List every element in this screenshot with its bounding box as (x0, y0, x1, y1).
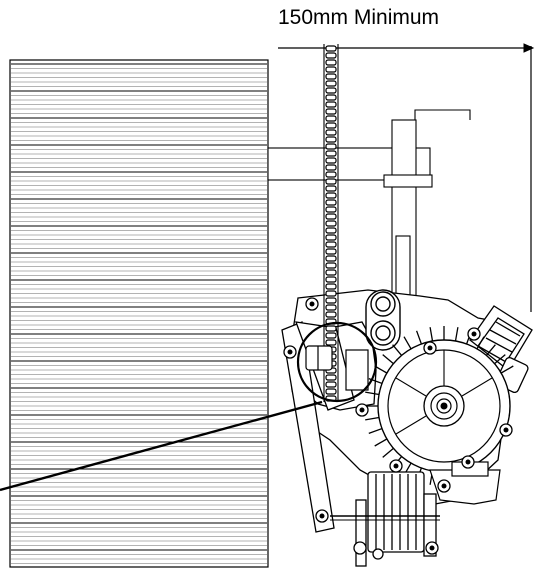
chain-link (325, 143, 337, 150)
chain-link (325, 304, 337, 311)
motor-fin (485, 344, 496, 356)
bolt-center (287, 349, 293, 355)
chain-link (325, 52, 337, 59)
chain-link (325, 115, 337, 122)
chain-link (325, 66, 337, 73)
chain-link (325, 185, 337, 192)
chain-link (325, 87, 337, 94)
bolt-center (465, 459, 471, 465)
chain-link (325, 332, 337, 339)
chain-link (325, 101, 337, 108)
bolt-center (441, 483, 447, 489)
motor-fin (365, 416, 380, 421)
chain-link (325, 164, 337, 171)
chain-link (325, 73, 337, 80)
shutter-curtain (9, 59, 269, 568)
chain-link (325, 150, 337, 157)
chain-link (325, 241, 337, 248)
bolt-center (359, 407, 365, 413)
motor-base (429, 461, 501, 505)
chain-link (325, 283, 337, 290)
chain-link (325, 388, 337, 395)
detail-callout (0, 321, 378, 492)
chain-sprocket (305, 345, 369, 391)
motor-fin (500, 365, 514, 374)
bolt-center (503, 427, 509, 433)
chain-link (325, 374, 337, 381)
motor-cooling-fins (364, 326, 514, 485)
chain-link (325, 136, 337, 143)
chain-link (325, 122, 337, 129)
chain-link (325, 262, 337, 269)
chain-link (325, 171, 337, 178)
chain-link (325, 220, 337, 227)
chain-link (325, 339, 337, 346)
motor-fin (382, 447, 394, 458)
chain-link (325, 297, 337, 304)
chain-link (325, 290, 337, 297)
motor-fin (403, 336, 412, 350)
motor-fin (382, 354, 394, 365)
chain-link (325, 94, 337, 101)
shutter-slats (11, 63, 267, 564)
chain-link (325, 269, 337, 276)
chain-link (325, 192, 337, 199)
motor-fin (365, 391, 380, 396)
chain-link (325, 255, 337, 262)
chain-link (325, 157, 337, 164)
chain-link (325, 129, 337, 136)
bolt-center (427, 345, 433, 351)
motor-fin (476, 336, 485, 350)
chain-link (325, 213, 337, 220)
bolt-center (309, 301, 315, 307)
motor-fin (494, 354, 506, 365)
chain-link (325, 234, 337, 241)
electric-motor (364, 326, 514, 485)
chain-link (325, 59, 337, 66)
chain-link (325, 178, 337, 185)
fixing-bolts (283, 297, 513, 555)
dimension-label: 150mm Minimum (278, 6, 440, 29)
chain-link (325, 45, 337, 52)
motor-fin (429, 327, 434, 342)
motor-fin (454, 327, 459, 342)
chain-link (325, 199, 337, 206)
idler-pulleys (365, 289, 401, 351)
chain-link (325, 206, 337, 213)
motor-fin (368, 427, 383, 435)
dimension-arrow (278, 43, 535, 312)
chain-link (325, 248, 337, 255)
chain-link (325, 108, 337, 115)
chain-link (325, 381, 337, 388)
motor-fin (374, 438, 388, 447)
bolt-center (319, 513, 325, 519)
chain-link (325, 80, 337, 87)
chain-link (325, 276, 337, 283)
chain-link (325, 227, 337, 234)
hand-chain-pulley (330, 471, 440, 567)
bolt-center (471, 331, 477, 337)
motor-fin (392, 344, 403, 356)
chain-link (325, 311, 337, 318)
chain-link (325, 325, 337, 332)
bolt-center (393, 463, 399, 469)
bolt-center (429, 545, 435, 551)
motor-fin (415, 330, 423, 345)
